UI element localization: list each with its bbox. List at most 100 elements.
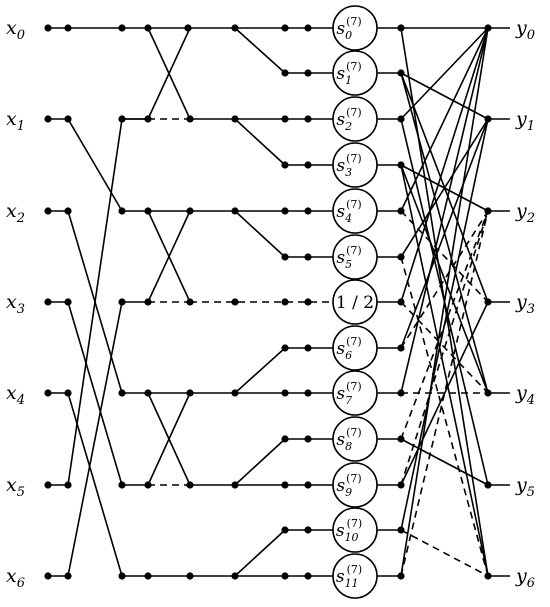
node-dot xyxy=(144,481,152,489)
multiplier-node-12: s11(7) xyxy=(332,553,378,599)
node-dot xyxy=(304,161,312,169)
node-dot xyxy=(186,115,194,123)
edge-11 xyxy=(67,118,123,486)
multiplier-node-3: s3(7) xyxy=(332,142,378,188)
node-dot xyxy=(484,481,492,489)
input-label-4: x4 xyxy=(6,382,25,408)
edge-86 xyxy=(400,72,489,303)
edge-68 xyxy=(400,27,489,212)
node-dot xyxy=(281,526,289,534)
svg-text:s4(7): s4(7) xyxy=(336,198,361,225)
node-dot xyxy=(44,481,52,489)
node-dot xyxy=(231,481,239,489)
node-dot xyxy=(397,481,405,489)
node-dot xyxy=(44,207,52,215)
node-dot xyxy=(118,572,126,580)
node-dot xyxy=(44,572,52,580)
node-dot xyxy=(118,481,126,489)
graph-edges xyxy=(48,27,510,577)
edge-7 xyxy=(67,118,123,212)
node-dot xyxy=(484,24,492,32)
svg-text:s0(7): s0(7) xyxy=(336,15,361,42)
node-dot xyxy=(397,69,405,77)
edge-67 xyxy=(400,164,489,577)
node-dot xyxy=(44,298,52,306)
node-dot xyxy=(484,389,492,397)
svg-text:s5(7): s5(7) xyxy=(336,244,361,271)
edge-45 xyxy=(234,529,286,577)
multiplier-nodes: s0(7) s1(7) s2(7) s3(7) s4(7) s5(7) 1 / 2 s6(7)… xyxy=(332,5,378,599)
edge-26 xyxy=(147,210,191,303)
output-label-4: y4 xyxy=(515,382,535,408)
output-label-0: y0 xyxy=(515,17,535,43)
svg-text:s6(7): s6(7) xyxy=(336,335,361,362)
node-dot xyxy=(304,526,312,534)
edge-62 xyxy=(400,72,489,120)
multiplier-node-4: s4(7) xyxy=(332,188,378,234)
node-dot xyxy=(64,389,72,397)
edge-77 xyxy=(400,27,489,394)
edge-85 xyxy=(400,27,489,577)
node-dot xyxy=(397,572,405,580)
svg-text:s8(7): s8(7) xyxy=(336,426,361,453)
edge-64 xyxy=(400,27,489,120)
node-dot xyxy=(281,161,289,169)
multiplier-node-11: s10(7) xyxy=(332,507,378,553)
node-dot xyxy=(44,115,52,123)
node-dot xyxy=(304,24,312,32)
node-dot xyxy=(118,389,126,397)
node-dot xyxy=(281,435,289,443)
node-dot xyxy=(64,572,72,580)
node-dot xyxy=(397,115,405,123)
node-dot xyxy=(231,24,239,32)
node-dot xyxy=(64,115,72,123)
input-label-3: x3 xyxy=(6,291,25,317)
edge-72 xyxy=(400,27,489,303)
node-dot xyxy=(186,481,194,489)
node-dot xyxy=(144,389,152,397)
node-dot xyxy=(186,207,194,215)
node-dot xyxy=(64,298,72,306)
output-label-5: y5 xyxy=(515,474,535,500)
svg-text:s9(7): s9(7) xyxy=(336,472,361,499)
edge-9 xyxy=(67,301,123,486)
svg-text:s7(7): s7(7) xyxy=(336,380,361,407)
node-dot xyxy=(44,389,52,397)
node-dot xyxy=(281,24,289,32)
output-label-6: y6 xyxy=(515,565,535,591)
node-dot xyxy=(118,298,126,306)
multiplier-node-6: 1 / 2 xyxy=(332,279,378,325)
multiplier-node-7: s6(7) xyxy=(332,325,378,371)
node-dot xyxy=(184,24,192,32)
svg-text:s3(7): s3(7) xyxy=(336,152,361,179)
output-label-3: y3 xyxy=(515,291,535,317)
edge-39 xyxy=(234,347,286,394)
node-dot xyxy=(304,435,312,443)
node-dot xyxy=(281,481,289,489)
node-dot xyxy=(281,572,289,580)
node-dot xyxy=(304,207,312,215)
node-dot xyxy=(304,69,312,77)
edge-79 xyxy=(400,438,489,486)
node-dot xyxy=(231,115,239,123)
node-dot xyxy=(484,298,492,306)
edge-83 xyxy=(400,529,489,577)
multiplier-node-9: s8(7) xyxy=(332,416,378,462)
edge-12 xyxy=(67,301,123,577)
node-dot xyxy=(281,253,289,261)
node-dot xyxy=(304,572,312,580)
node-dot xyxy=(281,207,289,215)
node-dot xyxy=(231,298,239,306)
node-dot xyxy=(281,389,289,397)
multiplier-node-2: s2(7) xyxy=(332,96,378,142)
node-dot xyxy=(186,572,194,580)
node-dot xyxy=(186,298,194,306)
node-dot xyxy=(64,24,72,32)
svg-text:s1(7): s1(7) xyxy=(336,60,361,87)
node-dot xyxy=(144,24,152,32)
output-label-1: y1 xyxy=(515,108,535,134)
multiplier-node-0: s0(7) xyxy=(332,5,378,51)
edge-28 xyxy=(147,392,191,486)
node-dot xyxy=(144,572,152,580)
